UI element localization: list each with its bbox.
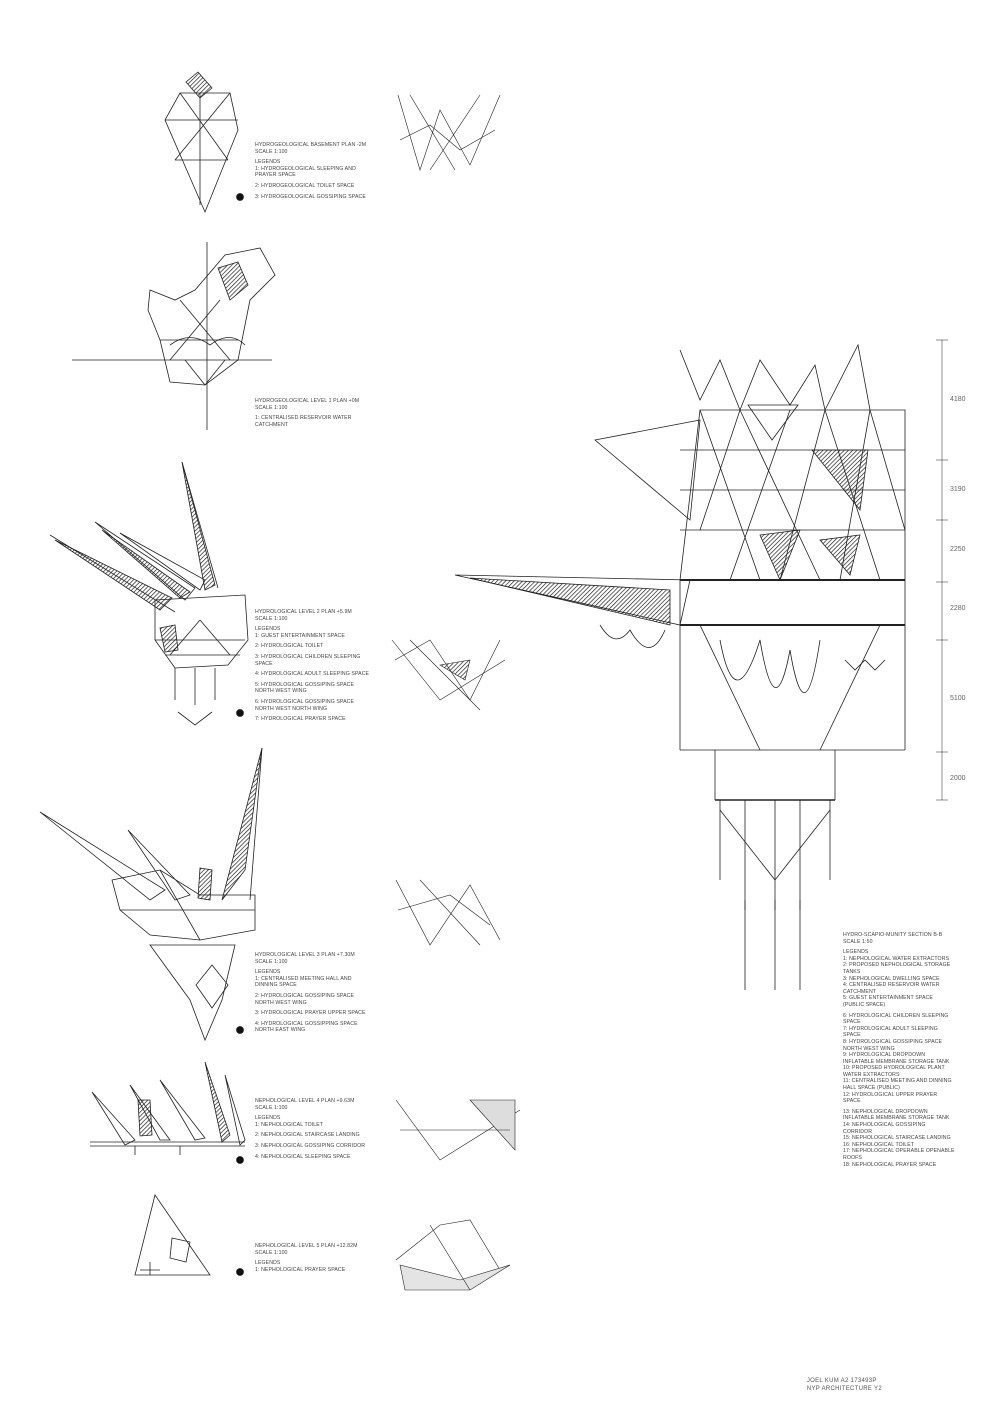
section-legend: HYDRO-SCAPIO-MUNITY SECTION B-B SCALE 1:… <box>843 932 955 1168</box>
level3-plan <box>39 747 263 1042</box>
dimension-label: 2280 <box>950 605 966 612</box>
legend-heading: LEGENDS <box>255 626 281 633</box>
legend-item: 7: HYDROLOGICAL ADULT SLEEPING SPACE <box>843 1025 938 1039</box>
legend-item: 8: HYDROLOGICAL GOSSIPING SPACE NORTH WE… <box>843 1038 943 1052</box>
legend-item: 13: NEPHOLOGICAL DROPDOWN INFLATABLE MEM… <box>843 1108 950 1122</box>
legend-item: 4: HYDROLOGICAL GOSSIPPING SPACE NORTH E… <box>255 1020 358 1034</box>
legend-heading: LEGENDS <box>843 949 869 956</box>
legend-item: 3: HYDROGEOLOGICAL GOSSIPING SPACE <box>255 193 366 200</box>
dimension-label: 5100 <box>950 695 966 702</box>
legend-item: 1: CENTRALISED MEETING HALL AND DINNING … <box>255 975 352 989</box>
legend-item: 10: PROPOSED HYDROLOGICAL PLANT WATER EX… <box>843 1065 945 1078</box>
legend-item: 1: NEPHOLOGICAL TOILET <box>255 1121 324 1128</box>
plan-scale: SCALE 1:100 <box>255 1104 288 1111</box>
legend-item: 3: HYDROLOGICAL PRAYER UPPER SPACE <box>255 1010 366 1017</box>
perspective-views <box>391 94 521 1291</box>
legend-item: 12: HYDROLOGICAL UPPER PRAYER SPACE <box>843 1091 938 1105</box>
level1-plan-legend: HYDROGEOLOGICAL LEVEL 1 PLAN +0M SCALE 1… <box>255 398 375 428</box>
legend-item: 1: CENTRALISED RESERVOIR WATER CATCHMENT <box>255 415 352 428</box>
plan-title: HYDROLOGICAL LEVEL 2 PLAN +5.9M <box>255 609 352 615</box>
legend-heading: LEGENDS <box>255 1115 281 1122</box>
legend-item: 6: HYDROLOGICAL GOSSIPING SPACE NORTH WE… <box>255 698 355 712</box>
legend-item: 2: NEPHOLOGICAL STAIRCASE LANDING <box>255 1132 360 1139</box>
legend-item: 2: HYDROGEOLOGICAL TOILET SPACE <box>255 182 355 189</box>
plan-scale: SCALE 1:100 <box>255 615 288 622</box>
legend-heading: LEGENDS <box>255 1260 281 1267</box>
plan-scale: SCALE 1:100 <box>255 148 288 155</box>
legend-item: 7: HYDROLOGICAL PRAYER SPACE <box>255 716 346 723</box>
course-line: NYP ARCHITECTURE Y2 <box>806 1386 882 1392</box>
legend-item: 18: NEPHOLOGICAL PRAYER SPACE <box>843 1161 937 1168</box>
dimension-label: 4180 <box>950 396 966 403</box>
dimension-label: 3190 <box>950 486 966 493</box>
legend-item: 5: HYDROLOGICAL GOSSIPING SPACE NORTH WE… <box>255 681 355 695</box>
level4-plan-legend: NEPHOLOGICAL LEVEL 4 PLAN +9.63M SCALE 1… <box>255 1098 370 1160</box>
level5-plan <box>134 1194 244 1276</box>
legend-item: 3: NEPHOLOGICAL GOSSIPING CORRIDOR <box>255 1142 366 1149</box>
basement-plan <box>164 71 244 214</box>
legend-item: 14: NEPHOLOGICAL GOSSIPING CORRIDOR <box>843 1122 926 1135</box>
legend-item: 9: HYDROLOGICAL DROPDOWN INFLATABLE MEMB… <box>843 1052 950 1065</box>
level1-plan <box>72 242 276 430</box>
author-line: JOEL KUM A2 173493P <box>806 1378 877 1384</box>
dimension-label: 2250 <box>950 546 966 553</box>
legend-item: 2: HYDROLOGICAL GOSSIPING SPACE NORTH WE… <box>255 992 355 1006</box>
level3-plan-legend: HYDROLOGICAL LEVEL 3 PLAN +7.30M SCALE 1… <box>255 952 370 1034</box>
legend-item: 5: GUEST ENTERTAINMENT SPACE (PUBLIC SPA… <box>843 995 933 1008</box>
legend-item: 4: HYDROLOGICAL ADULT SLEEPING SPACE <box>255 671 370 678</box>
plan-scale: SCALE 1:100 <box>255 958 288 965</box>
legend-item: 17: NEPHOLOGICAL OPERABLE OPENABLE ROOFS <box>843 1148 955 1161</box>
legend-item: 1: GUEST ENTERTAINMENT SPACE <box>255 632 345 639</box>
level2-plan-legend: HYDROLOGICAL LEVEL 2 PLAN +5.9M SCALE 1:… <box>255 609 370 723</box>
legend-item: 11: CENTRALISED MEETING AND DINNING HALL… <box>843 1078 952 1092</box>
level5-plan-legend: NEPHOLOGICAL LEVEL 5 PLAN +12.82M SCALE … <box>255 1243 370 1273</box>
plan-title: HYDROGEOLOGICAL LEVEL 1 PLAN +0M <box>255 398 360 404</box>
legend-item: 6: HYDROLOGICAL CHILDREN SLEEPING SPACE <box>843 1012 949 1026</box>
plan-title: HYDROLOGICAL LEVEL 3 PLAN +7.30M <box>255 952 355 958</box>
legend-item: 3: HYDROLOGICAL CHILDREN SLEEPING SPACE <box>255 653 361 667</box>
legend-item: 2: HYDROLOGICAL TOILET <box>255 643 324 650</box>
basement-plan-legend: HYDROGEOLOGICAL BASEMENT PLAN -2M SCALE … <box>255 142 375 200</box>
legend-item: 15: NEPHOLOGICAL STAIRCASE LANDING <box>843 1135 951 1142</box>
legend-item: 4: CENTRALISED RESERVOIR WATER CATCHMENT <box>843 982 940 995</box>
legend-item: 16: NEPHOLOGICAL TOILET <box>843 1141 915 1148</box>
legend-item: 1: NEPHOLOGICAL PRAYER SPACE <box>255 1266 346 1273</box>
legend-item: 1: HYDROGEOLOGICAL SLEEPING AND PRAYER S… <box>255 165 356 179</box>
level2-plan <box>49 461 249 726</box>
section-scale: SCALE 1:50 <box>843 938 873 945</box>
plan-scale: SCALE 1:100 <box>255 404 288 411</box>
legend-item: 4: NEPHOLOGICAL SLEEPING SPACE <box>255 1153 351 1160</box>
dimension-label: 2000 <box>950 775 966 782</box>
legend-heading: LEGENDS <box>255 969 281 976</box>
plan-title: NEPHOLOGICAL LEVEL 4 PLAN +9.63M <box>255 1098 355 1104</box>
legend-item: 3: NEPHOLOGICAL DWELLING SPACE <box>843 975 940 982</box>
plan-title: NEPHOLOGICAL LEVEL 5 PLAN +12.82M <box>255 1243 358 1249</box>
legend-item: 1: NEPHOLOGICAL WATER EXTRACTORS <box>843 955 950 962</box>
legend-item: 2: PROPOSED NEPHOLOGICAL STORAGE TANKS <box>843 962 951 975</box>
level4-plan <box>90 1061 246 1164</box>
section-title: HYDRO-SCAPIO-MUNITY SECTION B-B <box>843 932 943 938</box>
legend-heading: LEGENDS <box>255 159 281 166</box>
sheet-footer: JOEL KUM A2 173493P NYP ARCHITECTURE Y2 <box>807 1377 882 1393</box>
plan-scale: SCALE 1:100 <box>255 1249 288 1256</box>
section-b-b <box>454 339 948 990</box>
plan-title: HYDROGEOLOGICAL BASEMENT PLAN -2M <box>255 142 367 148</box>
